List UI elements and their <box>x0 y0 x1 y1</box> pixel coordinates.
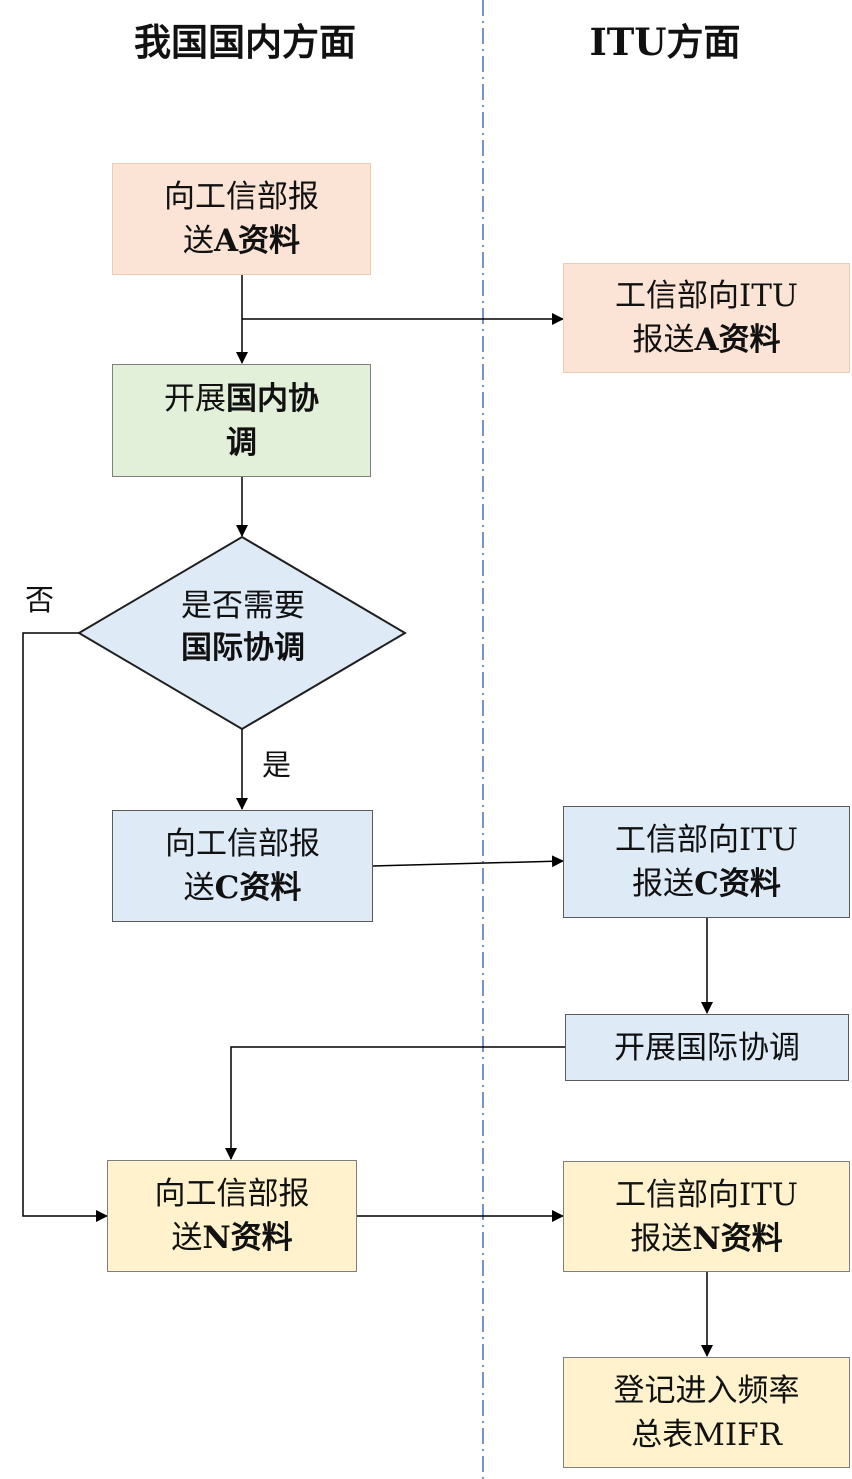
arrow-report-c-to-itu-c <box>372 855 564 868</box>
itu-c-line2-prefix: 报送 <box>632 866 695 902</box>
domestic-coord-line1: 开展国内协 <box>164 377 319 421</box>
itu-a-line1: 工信部向ITU <box>614 278 799 314</box>
report-c-line1: 向工信部报 <box>165 826 320 862</box>
itu-c-line2-bold: C资料 <box>694 866 781 902</box>
domestic-coord-line2: 调 <box>226 424 257 461</box>
report-a-line2-bold: A资料 <box>213 223 301 259</box>
domestic-coord-line1-bold: 国内协 <box>226 380 319 417</box>
report-n-line2-prefix: 送 <box>171 1220 203 1256</box>
arrow-intl-coord-to-report-n <box>225 1046 565 1160</box>
itu-c-box: 工信部向ITU 报送C资料 <box>563 806 850 918</box>
report-c-line2-bold: C资料 <box>214 870 302 906</box>
domestic-coord-line1-prefix: 开展 <box>164 380 226 417</box>
report-n-box: 向工信部报 送N资料 <box>107 1160 357 1272</box>
right-column-title: ITU方面 <box>589 20 741 64</box>
report-a-line2-prefix: 送 <box>182 223 214 259</box>
arrow-decision-no-to-report-n <box>22 632 108 1222</box>
itu-n-box: 工信部向ITU 报送N资料 <box>563 1161 850 1272</box>
report-a-box: 向工信部报 送A资料 <box>112 163 371 275</box>
mifr-box: 登记进入频率 总表MIFR <box>563 1357 850 1468</box>
intl-coord-line1: 开展国际协调 <box>614 1029 800 1066</box>
edge-label-no: 否 <box>25 583 55 617</box>
report-n-line1: 向工信部报 <box>154 1176 310 1212</box>
itu-a-line2-bold: A资料 <box>694 322 781 358</box>
report-a-line1: 向工信部报 <box>164 179 319 215</box>
domestic-coord-box: 开展国内协 调 <box>112 364 371 477</box>
report-c-box: 向工信部报 送C资料 <box>112 810 373 922</box>
itu-n-line2: 报送N资料 <box>630 1217 782 1261</box>
report-n-line2: 送N资料 <box>171 1216 292 1260</box>
itu-a-line2-prefix: 报送 <box>632 322 695 358</box>
itu-n-line1: 工信部向ITU <box>614 1176 799 1213</box>
left-column-title: 我国国内方面 <box>134 20 356 64</box>
itu-c-line2: 报送C资料 <box>632 862 781 906</box>
edge-label-yes: 是 <box>262 748 292 782</box>
decision-text: 是否需要 国际协调 <box>128 585 358 669</box>
report-a-line2: 送A资料 <box>183 219 300 263</box>
decision-line2: 国际协调 <box>181 630 305 666</box>
itu-c-line1: 工信部向ITU <box>614 822 799 858</box>
intl-coord-box: 开展国际协调 <box>565 1014 849 1081</box>
itu-n-line2-prefix: 报送 <box>630 1220 693 1257</box>
mifr-line2: 总表MIFR <box>631 1416 782 1453</box>
decision-line1: 是否需要 <box>181 588 305 624</box>
itu-a-box: 工信部向ITU 报送A资料 <box>563 263 850 373</box>
report-n-line2-bold: N资料 <box>202 1220 293 1256</box>
report-c-line2-prefix: 送 <box>183 870 215 906</box>
itu-a-line2: 报送A资料 <box>632 318 780 362</box>
mifr-line1: 登记进入频率 <box>613 1372 800 1409</box>
report-c-line2: 送C资料 <box>184 866 302 910</box>
itu-n-line2-bold: N资料 <box>692 1220 783 1257</box>
